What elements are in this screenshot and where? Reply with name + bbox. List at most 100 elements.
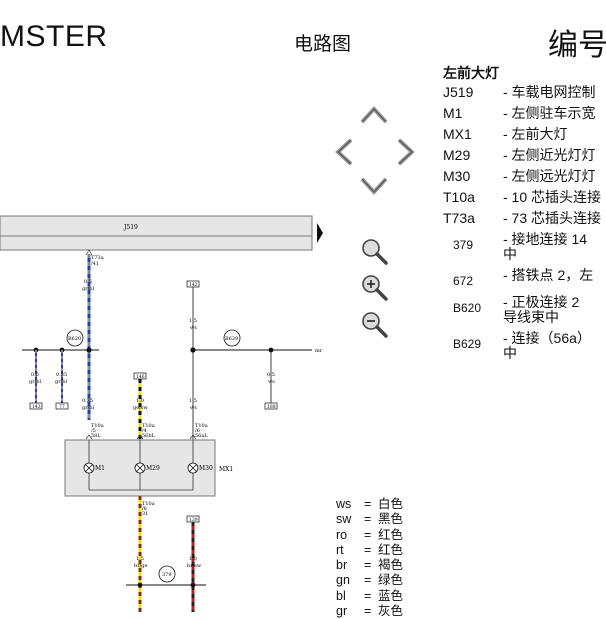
wire-label-size: 1.0 xyxy=(136,398,144,404)
component-desc: - 车载电网控制 xyxy=(503,84,596,100)
node-379-label: 379 xyxy=(162,572,172,578)
page-title-right: 编号 xyxy=(548,29,606,62)
color-abbr: ro xyxy=(336,527,348,542)
page-title-left: MSTER xyxy=(0,20,108,53)
list-item: M30 - 左侧远光灯灯 xyxy=(443,169,606,184)
pan-down-icon[interactable] xyxy=(360,176,388,196)
color-abbr: ws xyxy=(336,497,352,511)
lamp-m30-label: M30 xyxy=(199,465,213,472)
color-eq: = xyxy=(364,573,372,588)
list-item: M1 - 左侧驻车示宽 xyxy=(443,106,606,121)
lamp-m30-icon[interactable] xyxy=(187,462,199,474)
connector-t10a-label: T10a xyxy=(142,501,155,507)
wire-label-size: 0.5 xyxy=(31,372,39,378)
zoom-fit-icon[interactable] xyxy=(359,236,389,266)
list-item: rt=红色 xyxy=(336,543,403,558)
component-code: M1 xyxy=(443,105,463,121)
module-j519[interactable] xyxy=(0,215,313,251)
component-list-title: 左前大灯 xyxy=(443,65,499,81)
color-eq: = xyxy=(364,558,372,573)
pin-function-label: 58L xyxy=(91,433,101,439)
list-item: M29- 左侧近光灯灯 xyxy=(443,148,606,163)
component-desc: - 73 芯插头连接 xyxy=(503,210,602,226)
component-code: T10a xyxy=(443,189,475,205)
node-b620[interactable] xyxy=(66,329,84,347)
pan-up-icon[interactable] xyxy=(360,105,388,125)
list-item: 672 - 搭铁点 2，左 xyxy=(443,268,606,289)
wire-label-color: ws xyxy=(268,379,275,385)
list-item: J519- 车载电网控制 xyxy=(443,85,606,100)
zoom-out-icon[interactable] xyxy=(359,309,389,339)
component-code: 379 xyxy=(453,238,474,252)
ref-box-label: 77 xyxy=(59,404,65,410)
list-item: sw=黑色 xyxy=(336,512,403,527)
color-abbr: rt xyxy=(336,542,344,557)
color-eq: = xyxy=(364,604,372,619)
component-desc-cont: 导线束中 xyxy=(503,309,559,325)
wire-label-color: ws xyxy=(190,405,197,411)
list-item: gn = 绿色 xyxy=(336,573,403,588)
connector-t73a-label: T73a xyxy=(91,255,104,261)
wire-label-size: 1.0 xyxy=(189,556,197,562)
component-desc-cont: 中 xyxy=(503,246,517,262)
zoom-in-icon[interactable] xyxy=(359,272,389,302)
color-eq: = xyxy=(364,542,372,557)
wire-color-legend: ws=白色 sw=黑色 ro=红色 rt=红色 br=褐色 gn=绿色 bl=蓝… xyxy=(336,497,403,619)
connector-t10a-label: T10a xyxy=(142,423,155,429)
component-desc: - 左侧驻车示宽 xyxy=(503,105,596,121)
color-eq: = xyxy=(364,497,372,511)
pan-left-icon[interactable] xyxy=(333,138,355,166)
component-desc-cont: 中 xyxy=(503,345,517,361)
list-item: MX1- 左前大灯 xyxy=(443,127,606,142)
pan-right-icon[interactable] xyxy=(395,138,417,166)
wire-label-color: br/ge xyxy=(134,563,147,569)
lamp-m29-label: M29 xyxy=(146,465,160,472)
wire-label-size: 0.5 xyxy=(84,279,92,285)
connector-pin: /8 xyxy=(142,506,147,512)
bus-continue-label: mr xyxy=(315,348,323,354)
ref-box-label: 188 xyxy=(267,404,276,410)
wire-label-color: ws xyxy=(190,325,197,331)
connector-pin: /5 xyxy=(91,428,96,434)
ref-box-label: 142 xyxy=(189,282,198,288)
ref-box-188[interactable] xyxy=(264,402,278,410)
component-code: B629 xyxy=(453,337,482,351)
component-code: M29 xyxy=(443,147,471,163)
lamp-m29-icon[interactable] xyxy=(134,462,146,474)
list-item: ro=红色 xyxy=(336,528,403,543)
wire-label-size: 0.35 xyxy=(56,372,67,378)
node-b629[interactable] xyxy=(223,329,241,347)
color-eq: = xyxy=(364,512,372,527)
wire-label-size: 1.5 xyxy=(189,398,197,404)
list-item: br=褐色 xyxy=(336,558,403,573)
component-list: 左前大灯 J519- 车载电网控制 M1 - 左侧驻车示宽 MX1- 左前大灯 M… xyxy=(443,63,606,367)
color-abbr: gn xyxy=(336,573,350,588)
component-code: MX1 xyxy=(443,126,472,142)
lamp-m1-icon[interactable] xyxy=(83,462,95,474)
node-379[interactable] xyxy=(158,565,176,583)
component-code: 672 xyxy=(453,274,474,288)
component-desc: - 搭铁点 2，左 xyxy=(503,267,594,283)
node-b629-label: B629 xyxy=(225,336,238,342)
color-abbr: br xyxy=(336,558,348,573)
ref-box-77[interactable] xyxy=(55,402,69,410)
page-title-center: 电路图 xyxy=(294,34,352,55)
ref-box-label: 143 xyxy=(32,404,41,410)
wire-label-size: 0.35 xyxy=(82,398,93,404)
component-desc: - 左侧远光灯灯 xyxy=(503,168,596,184)
ref-box-143[interactable] xyxy=(29,402,43,410)
pin-function-label: 56aL xyxy=(195,433,208,439)
lamp-m1-label: M1 xyxy=(95,465,105,472)
ref-box-label: 139 xyxy=(189,517,198,523)
connector-t10a-label: T10a xyxy=(195,423,208,429)
module-j519-label: J519 xyxy=(123,224,138,231)
color-abbr: gr xyxy=(336,604,348,619)
mx1-label: MX1 xyxy=(219,466,233,473)
color-name: 绿色 xyxy=(378,573,404,588)
component-desc: - 接地连接 14 xyxy=(503,231,588,247)
color-abbr: bl xyxy=(336,588,346,603)
list-item: bl=蓝色 xyxy=(336,589,403,604)
component-code: M30 xyxy=(443,168,471,184)
